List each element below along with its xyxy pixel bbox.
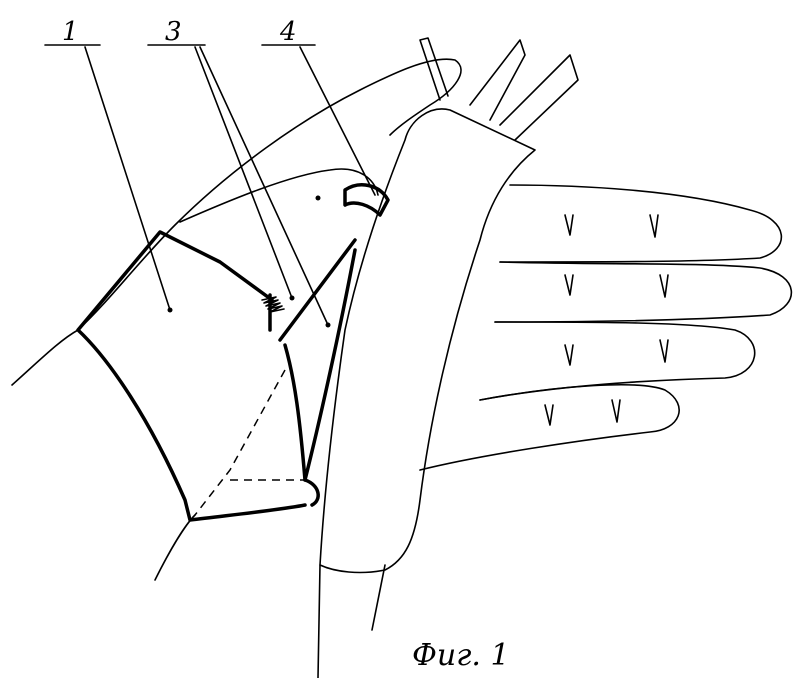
leader-lines bbox=[44, 44, 376, 326]
strap-1 bbox=[469, 39, 526, 121]
finger-index bbox=[499, 184, 783, 263]
hand-outline bbox=[11, 58, 462, 386]
stick-handle bbox=[319, 108, 536, 574]
strap-3 bbox=[419, 37, 449, 101]
hidden-edge bbox=[194, 369, 305, 516]
strap-end bbox=[303, 478, 320, 507]
orthosis-part-4 bbox=[343, 183, 390, 217]
label-1: 1 bbox=[62, 17, 79, 47]
orthosis-part-1 bbox=[76, 230, 307, 522]
stick bbox=[317, 564, 386, 678]
label-4: 4 bbox=[279, 17, 297, 47]
finger-middle bbox=[494, 261, 793, 323]
thumb-outline bbox=[179, 168, 379, 223]
finger-ring bbox=[479, 321, 756, 401]
nail-marks bbox=[544, 214, 669, 426]
dot-4 bbox=[315, 195, 321, 201]
wrist-lower bbox=[154, 514, 196, 581]
stitching bbox=[261, 296, 285, 313]
finger-little bbox=[419, 383, 680, 471]
figure-caption: Фиг. 1 bbox=[412, 638, 510, 673]
label-3: 3 bbox=[165, 17, 182, 47]
strap-2 bbox=[499, 54, 579, 141]
